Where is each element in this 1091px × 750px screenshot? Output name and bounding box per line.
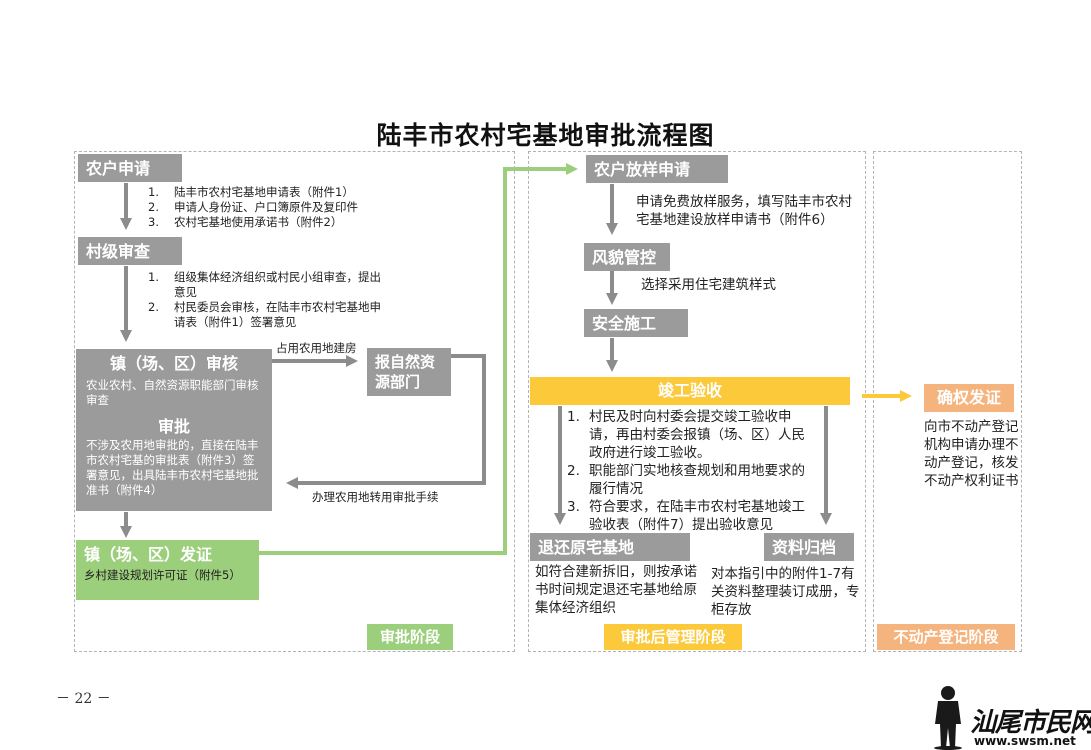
logo-text: 汕尾市民网 — [970, 708, 1091, 738]
town-approval-desc: 不涉及农用地审批的，直接在陆丰市农村宅基的审批表（附件3）签署意见，出具陆丰市农… — [86, 438, 259, 497]
step-farmer-application-list: 1.陆丰市农村宅基地申请表（附件1） 2.申请人身份证、户口簿原件及复印件 3.… — [148, 185, 408, 230]
stage-label-management: 审批后管理阶段 — [604, 624, 742, 650]
branch-out-label: 占用农用地建房 — [276, 341, 357, 355]
archive-desc: 对本指引中的附件1-7有关资料整理装订成册，专柜存放 — [711, 566, 860, 618]
branch-back-label: 办理农用地转用审批手续 — [312, 490, 439, 504]
return-homestead-desc: 如符合建新拆旧，则按承诺书时间规定退还宅基地给原集体经济组织 — [535, 564, 697, 616]
step-natural-resources: 报自然资源部门 — [367, 348, 451, 396]
approval-stage-panel — [74, 151, 515, 652]
step-town-review: 镇（场、区）审核 农业农村、自然资源职能部门审核审查 审批 不涉及农用地审批的，… — [76, 349, 272, 511]
registration-stage-panel — [873, 151, 1022, 652]
list-item: 2.村民委员会审核，在陆丰市农村宅基地申请表（附件1）签署意见 — [148, 300, 381, 329]
step-layout-application: 农户放样申请 — [586, 155, 728, 183]
step-archive: 资料归档 — [764, 533, 854, 561]
list-item: 1.陆丰市农村宅基地申请表（附件1） — [148, 185, 354, 199]
town-issue-header: 镇（场、区）发证 — [84, 545, 213, 564]
town-issue-desc: 乡村建设规划许可证（附件5） — [84, 568, 241, 582]
town-review-header: 镇（场、区）审核 — [109, 354, 238, 373]
management-stage-panel — [528, 151, 866, 652]
logo-url: www.swsm.net — [974, 734, 1076, 748]
stage-label-approval: 审批阶段 — [367, 624, 453, 650]
step-farmer-application: 农户申请 — [78, 154, 182, 182]
site-logo: 汕尾市民网 www.swsm.net — [930, 684, 1091, 750]
step-safe-construction: 安全施工 — [584, 309, 688, 337]
step-rights-certification: 确权发证 — [924, 384, 1014, 412]
page-title: 陆丰市农村宅基地审批流程图 — [376, 121, 715, 150]
town-approval-header: 审批 — [157, 417, 190, 436]
list-item: 2.职能部门实地核查规划和用地要求的履行情况 — [567, 463, 805, 497]
layout-application-desc: 申请免费放样服务，填写陆丰市农村宅基地建设放样申请书（附件6） — [636, 194, 852, 228]
style-control-desc: 选择采用住宅建筑样式 — [641, 277, 776, 293]
rights-certification-desc: 向市不动产登记机构申请办理不动产登记，核发不动产权利证书 — [924, 419, 1019, 489]
list-item: 1.村民及时向村委会提交竣工验收申请，再由村委会报镇（场、区）人民政府进行竣工验… — [567, 409, 805, 461]
step-village-review-list: 1.组级集体经济组织或村民小组审查，提出意见 2.村民委员会审核，在陆丰市农村宅… — [148, 270, 384, 330]
arrow-to-management — [259, 163, 578, 555]
stage-label-registration: 不动产登记阶段 — [877, 624, 1015, 650]
step-style-control: 风貌管控 — [584, 243, 670, 271]
page-number: － 22 － — [56, 691, 111, 707]
arrow-branch-back — [286, 354, 486, 489]
list-item: 3.农村宅基地使用承诺书（附件2） — [148, 215, 343, 229]
step-village-review: 村级审查 — [78, 237, 182, 265]
step-town-issue: 镇（场、区）发证 乡村建设规划许可证（附件5） — [76, 540, 259, 600]
step-completion-acceptance: 竣工验收 — [530, 377, 850, 405]
person-silhouette-icon — [934, 686, 962, 750]
list-item: 2.申请人身份证、户口簿原件及复印件 — [148, 200, 358, 214]
list-item: 1.组级集体经济组织或村民小组审查，提出意见 — [148, 270, 381, 299]
list-item: 3.符合要求，在陆丰市农村宅基地竣工验收表（附件7）提出验收意见 — [567, 499, 805, 533]
completion-acceptance-list: 1.村民及时向村委会提交竣工验收申请，再由村委会报镇（场、区）人民政府进行竣工验… — [567, 408, 817, 534]
town-review-desc: 农业农村、自然资源职能部门审核审查 — [86, 378, 259, 407]
step-return-homestead: 退还原宅基地 — [530, 533, 690, 561]
